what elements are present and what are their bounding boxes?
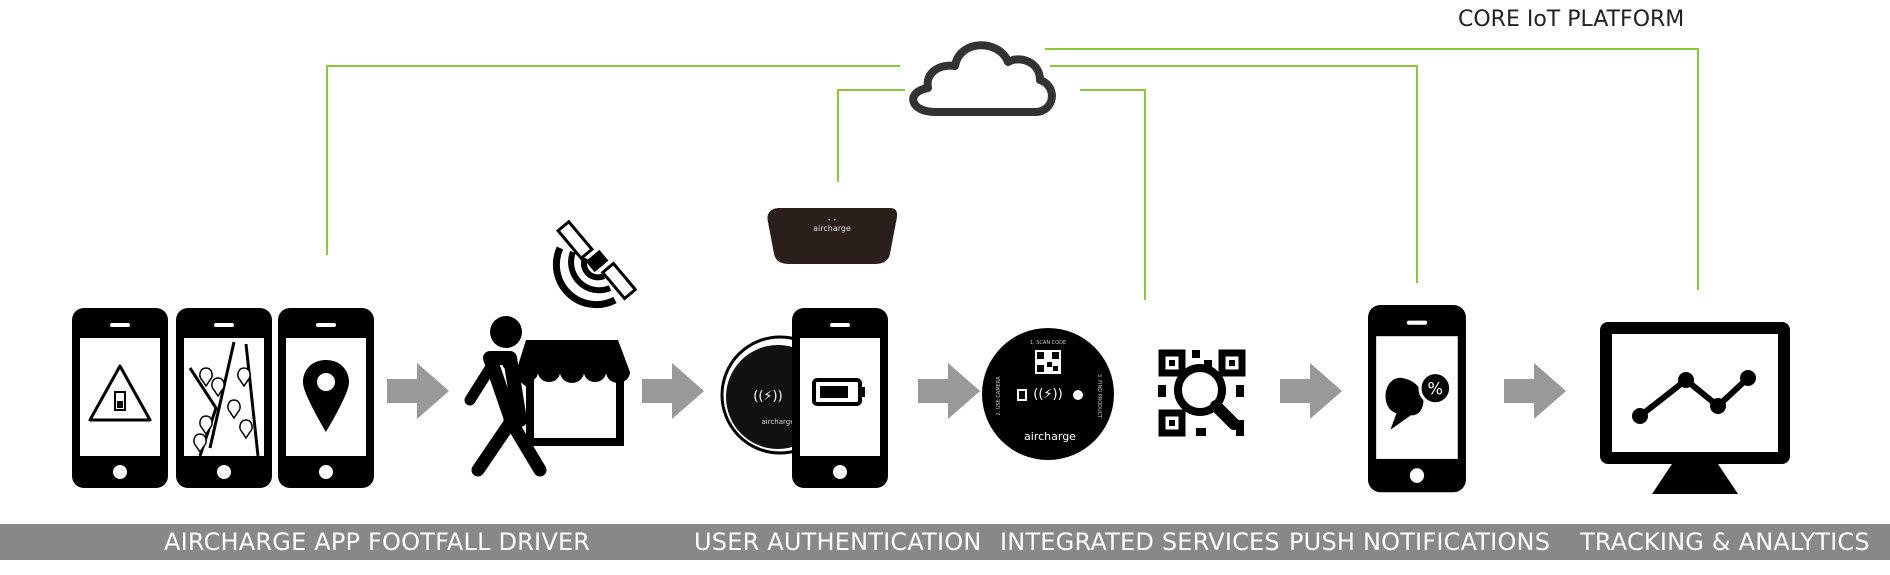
phone-map-pins-icon: [176, 308, 272, 488]
svg-text:((⚡)): ((⚡)): [1033, 387, 1062, 402]
svg-text:((⚡)): ((⚡)): [753, 389, 782, 404]
arrow-right-icon: [918, 363, 980, 419]
svg-text:%: %: [1428, 379, 1444, 398]
qr-step-3: 3. FIND PRODUCT: [1096, 374, 1102, 419]
qr-step-2: 2. USE CAMERA: [996, 376, 1002, 416]
disc-brand-label: aircharge: [1024, 430, 1076, 443]
connector-analytics: [1045, 48, 1699, 290]
qr-code-icon: [1157, 348, 1247, 438]
core-iot-platform-label: CORE IoT PLATFORM: [1458, 7, 1685, 32]
phone-battery-icon: [792, 308, 888, 488]
phone-location-pin-icon: [278, 308, 374, 488]
connector-hub: [837, 89, 905, 182]
hub-device-icon: • • aircharge: [767, 208, 898, 264]
hub-brand-label: aircharge: [813, 224, 851, 233]
arrow-right-icon: [387, 363, 449, 419]
shop-icon: [516, 340, 630, 446]
stage-label-user-authentication: USER AUTHENTICATION: [694, 528, 982, 556]
phone-battery-warning-icon: [72, 308, 168, 488]
monitor-analytics-icon: [1600, 322, 1790, 494]
connector-lines: [326, 48, 1699, 300]
stage-label-integrated-services: INTEGRATED SERVICES: [1000, 528, 1280, 556]
phone-discount-icon: %: [1368, 305, 1466, 493]
qr-step-1: 1. SCAN CODE: [1030, 340, 1066, 346]
stage-label-bar: [0, 524, 1890, 560]
arrow-right-icon: [642, 363, 704, 419]
connector-services: [1080, 89, 1146, 300]
charger-brand-label: aircharge: [761, 418, 794, 426]
connector-notifications: [1050, 65, 1418, 283]
svg-text:• •: • •: [828, 217, 837, 224]
integrated-services-disc: ((⚡)) aircharge 1. SCAN CODE 2. USE CAME…: [982, 328, 1114, 460]
arrow-right-icon: [1280, 363, 1342, 419]
connector-app: [326, 65, 900, 255]
cloud-icon: [909, 41, 1056, 116]
stage-label-tracking-analytics: TRACKING & ANALYTICS: [1580, 528, 1870, 556]
magnifier-icon: [1174, 364, 1240, 430]
stage-label-push-notifications: PUSH NOTIFICATIONS: [1289, 528, 1551, 556]
arrow-right-icon: [1504, 363, 1566, 419]
stage-label-app-footfall: AIRCHARGE APP FOOTFALL DRIVER: [164, 528, 591, 556]
satellite-icon: [552, 219, 638, 309]
